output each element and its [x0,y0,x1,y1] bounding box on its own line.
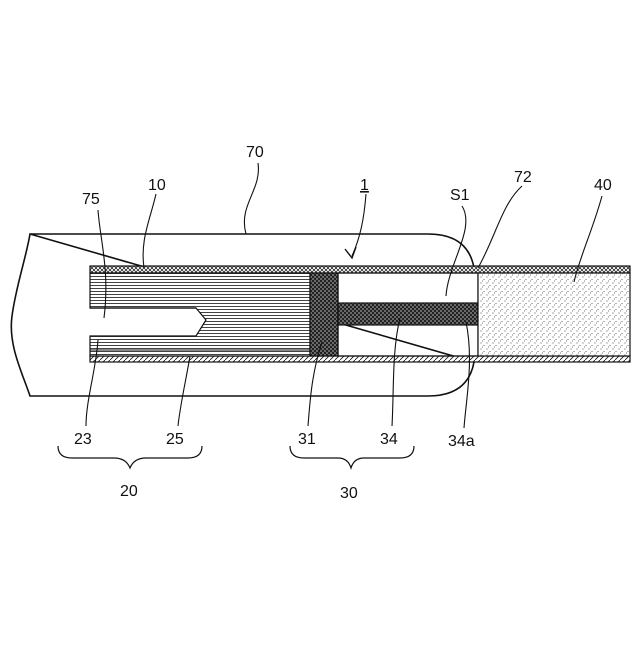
label-40: 40 [594,177,612,194]
plug-block [310,273,338,356]
label-31: 31 [298,431,316,448]
label-30: 30 [340,485,358,502]
leader-25 [178,356,190,426]
label-20: 20 [120,483,138,500]
arrowhead-1 [345,247,356,258]
tube-top-wall [90,266,630,273]
label-S1: S1 [450,187,470,204]
folded-sheet-body [90,273,310,356]
leader-72 [478,186,522,268]
label-75: 75 [82,191,100,208]
label-23: 23 [74,431,92,448]
leader-S1 [446,206,466,296]
label-72: 72 [514,169,532,186]
brace-30 [290,446,414,468]
label-34: 34 [380,431,398,448]
label-25: 25 [166,431,184,448]
label-70: 70 [246,144,264,161]
leader-34 [392,318,400,426]
leader-1 [352,194,366,256]
label-34a: 34a [448,433,475,450]
rod [338,303,478,325]
leader-34a [464,322,469,428]
brace-20 [58,446,202,468]
filter-block [478,273,630,356]
label-10: 10 [148,177,166,194]
label-1: 1 [360,177,369,194]
leader-10 [143,194,156,268]
tube-bottom-wall [90,356,630,362]
leader-70 [244,163,258,234]
